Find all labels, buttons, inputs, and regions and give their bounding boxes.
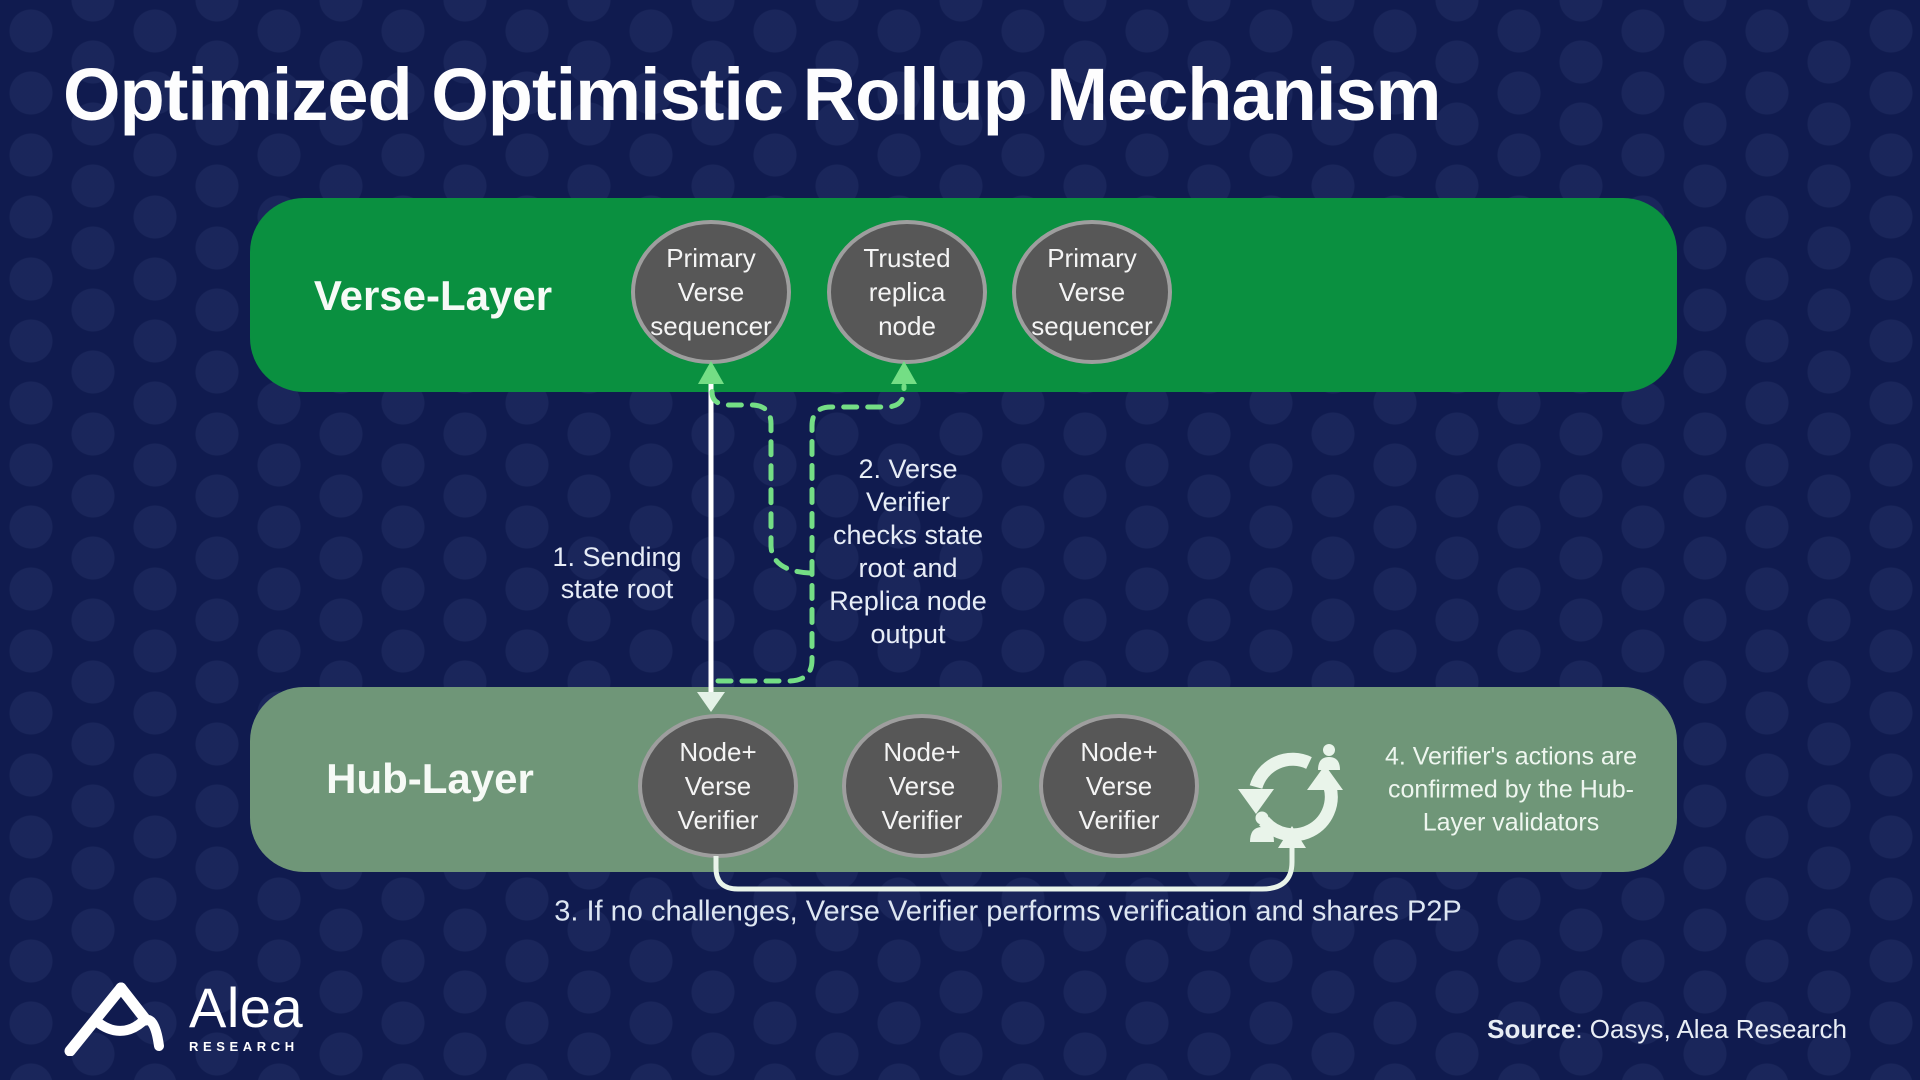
source-value: : Oasys, Alea Research bbox=[1575, 1014, 1847, 1044]
step4-label: 4. Verifier's actions are confirmed by t… bbox=[1384, 742, 1638, 837]
alea-research-logo: Alea RESEARCH bbox=[62, 980, 303, 1056]
page-title: Optimized Optimistic Rollup Mechanism bbox=[63, 53, 1441, 136]
step3-connector-line bbox=[713, 848, 1295, 892]
sync-top-arc-arrowhead-icon bbox=[1238, 789, 1274, 814]
validator-person-bottom-body-icon bbox=[1250, 827, 1274, 842]
step1-arrowhead-down-icon bbox=[697, 692, 725, 712]
sync-bottom-arc-icon bbox=[1258, 785, 1338, 842]
sync-bottom-arc-arrowhead-icon bbox=[1307, 765, 1343, 790]
verse-node-trusted-replica: Trusted replica node bbox=[827, 220, 987, 364]
hub-layer-label: Hub-Layer bbox=[326, 755, 534, 802]
alea-logo-wordmark: Alea bbox=[189, 976, 304, 1039]
step3-label: 3. If no challenges, Verse Verifier perf… bbox=[554, 895, 1462, 928]
sync-validators-icon bbox=[1238, 744, 1343, 842]
step2-dashed-path-to-sequencer bbox=[709, 383, 813, 576]
alea-logo-mark-icon bbox=[64, 982, 164, 1056]
hub-node-verse-verifier-1: Node+ Verse Verifier bbox=[638, 714, 798, 858]
step2-label: 2. Verse Verifier checks state root and … bbox=[829, 454, 987, 649]
step1-label: 1. Sending state root bbox=[552, 542, 682, 604]
source-attribution: Source: Oasys, Alea Research bbox=[1487, 1014, 1847, 1045]
verse-layer-label: Verse-Layer bbox=[313, 272, 553, 319]
hub-node-verse-verifier-3: Node+ Verse Verifier bbox=[1039, 714, 1199, 858]
alea-logo-subtitle: RESEARCH bbox=[189, 1039, 299, 1054]
sync-top-arc-icon bbox=[1249, 752, 1312, 790]
source-label: Source bbox=[1487, 1014, 1576, 1044]
step2-dashed-path-to-replica bbox=[715, 383, 907, 684]
hub-node-verse-verifier-2: Node+ Verse Verifier bbox=[842, 714, 1002, 858]
verse-node-primary-sequencer-2: Primary Verse sequencer bbox=[1012, 220, 1172, 364]
validator-person-bottom-icon bbox=[1255, 811, 1269, 825]
step2-arrowhead-up-replica-icon bbox=[891, 361, 917, 384]
validator-person-top-icon bbox=[1323, 744, 1335, 756]
validator-person-top-body-icon bbox=[1318, 757, 1340, 770]
step2-arrowhead-up-sequencer-icon bbox=[698, 361, 724, 384]
